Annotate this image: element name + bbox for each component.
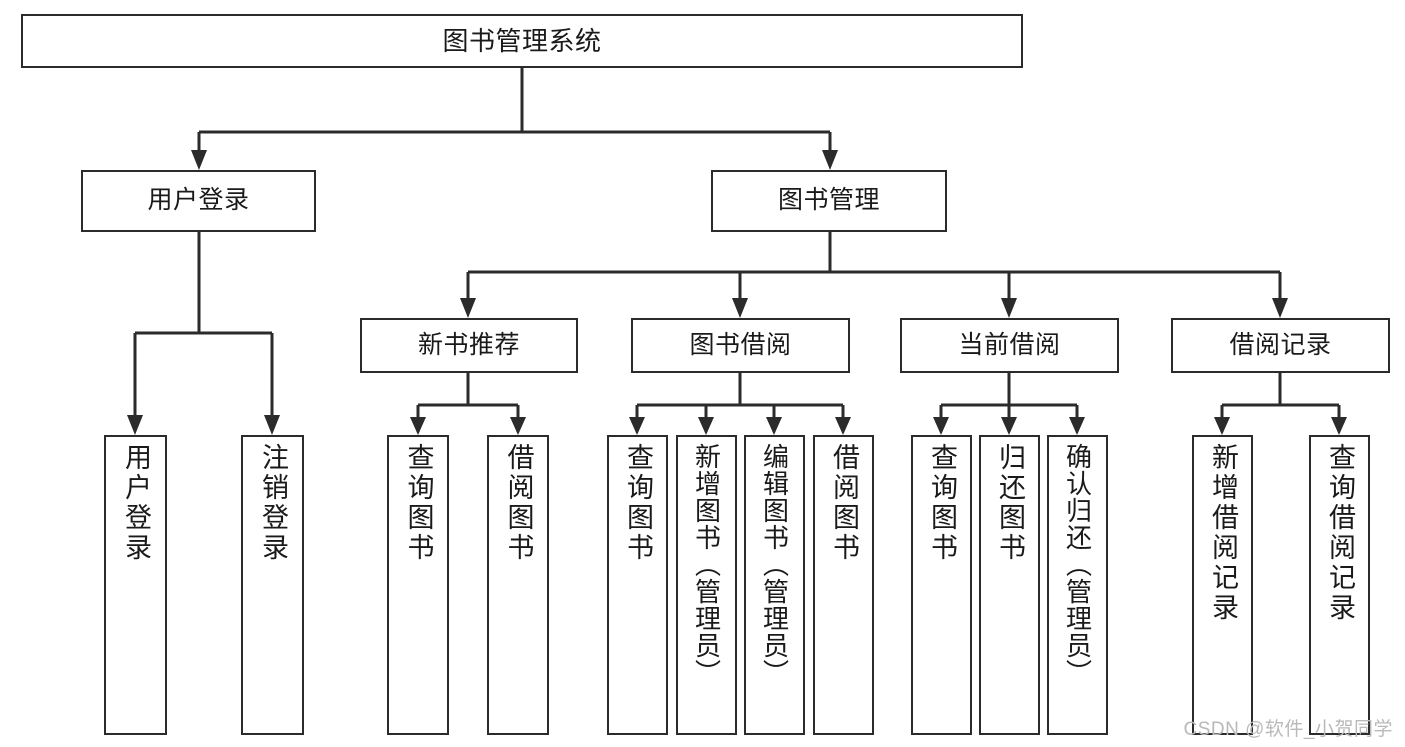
leaf-borrow-book-1-label: 借阅图书 bbox=[503, 443, 534, 563]
leaf-borrow-book-2-label: 借阅图书 bbox=[829, 443, 859, 563]
arrowhead-newbook bbox=[460, 298, 476, 318]
arrowhead-userlogin bbox=[191, 150, 207, 170]
arrowhead-currentborrow bbox=[1001, 298, 1017, 318]
leaf-user-logout[interactable]: 注销登录 bbox=[241, 435, 304, 735]
arrowhead-leaf-3 bbox=[410, 417, 426, 435]
arrowhead-leaf-13 bbox=[1331, 417, 1347, 435]
arrowhead-leaf-2 bbox=[264, 415, 280, 435]
node-book-borrow[interactable]: 图书借阅 bbox=[631, 318, 850, 373]
leaf-query-record[interactable]: 查询借阅记录 bbox=[1309, 435, 1370, 735]
csdn-watermark: CSDN @软件_小贺同学 bbox=[1183, 719, 1393, 740]
arrowhead-leaf-12 bbox=[1214, 417, 1230, 435]
leaf-query-book-2-label: 查询图书 bbox=[623, 443, 653, 563]
leaf-return-book[interactable]: 归还图书 bbox=[979, 435, 1040, 735]
leaf-query-book-1[interactable]: 查询图书 bbox=[387, 435, 449, 735]
arrowhead-leaf-8 bbox=[835, 417, 851, 435]
leaf-edit-book[interactable]: 编辑图书（管理员） bbox=[744, 435, 805, 735]
node-new-book-recommend[interactable]: 新书推荐 bbox=[360, 318, 578, 373]
node-root[interactable]: 图书管理系统 bbox=[21, 14, 1023, 68]
node-borrow-record[interactable]: 借阅记录 bbox=[1171, 318, 1390, 373]
arrowhead-leaf-1 bbox=[127, 415, 143, 435]
arrowhead-bookborrow bbox=[732, 298, 748, 318]
node-user-login[interactable]: 用户登录 bbox=[81, 170, 316, 232]
leaf-user-login-label: 用户登录 bbox=[121, 443, 151, 563]
node-book-borrow-label: 图书借阅 bbox=[689, 330, 792, 359]
leaf-query-book-3[interactable]: 查询图书 bbox=[911, 435, 972, 735]
node-user-login-label: 用户登录 bbox=[147, 186, 250, 215]
leaf-confirm-return[interactable]: 确认归还（管理员） bbox=[1047, 435, 1108, 735]
leaf-confirm-return-label: 确认归还（管理员） bbox=[1062, 443, 1093, 686]
leaf-query-record-label: 查询借阅记录 bbox=[1325, 443, 1355, 623]
arrowhead-leaf-10 bbox=[1001, 417, 1017, 435]
arrowhead-leaf-6 bbox=[698, 417, 714, 435]
leaf-add-book-label: 新增图书（管理员） bbox=[691, 443, 722, 686]
node-new-book-recommend-label: 新书推荐 bbox=[417, 330, 520, 359]
leaf-user-logout-label: 注销登录 bbox=[258, 443, 288, 563]
arrowhead-bookmanage bbox=[822, 150, 838, 170]
leaf-user-login[interactable]: 用户登录 bbox=[104, 435, 167, 735]
arrowhead-leaf-7 bbox=[766, 417, 782, 435]
leaf-add-record[interactable]: 新增借阅记录 bbox=[1192, 435, 1253, 735]
node-current-borrow[interactable]: 当前借阅 bbox=[900, 318, 1119, 373]
node-borrow-record-label: 借阅记录 bbox=[1229, 330, 1332, 359]
leaf-add-record-label: 新增借阅记录 bbox=[1208, 443, 1238, 623]
leaf-borrow-book-2[interactable]: 借阅图书 bbox=[813, 435, 874, 735]
arrowhead-leaf-9 bbox=[933, 417, 949, 435]
leaf-query-book-3-label: 查询图书 bbox=[927, 443, 957, 563]
arrowhead-leaf-5 bbox=[629, 417, 645, 435]
arrowhead-leaf-11 bbox=[1069, 417, 1085, 435]
node-book-manage[interactable]: 图书管理 bbox=[711, 170, 947, 232]
leaf-edit-book-label: 编辑图书（管理员） bbox=[759, 443, 790, 686]
node-book-manage-label: 图书管理 bbox=[777, 186, 880, 215]
arrowhead-leaf-4 bbox=[510, 417, 526, 435]
leaf-query-book-2[interactable]: 查询图书 bbox=[607, 435, 668, 735]
leaf-return-book-label: 归还图书 bbox=[995, 443, 1025, 563]
arrowhead-borrowrecord bbox=[1272, 298, 1288, 318]
leaf-borrow-book-1[interactable]: 借阅图书 bbox=[487, 435, 549, 735]
node-current-borrow-label: 当前借阅 bbox=[958, 330, 1061, 359]
leaf-query-book-1-label: 查询图书 bbox=[403, 443, 434, 563]
leaf-add-book[interactable]: 新增图书（管理员） bbox=[676, 435, 737, 735]
node-root-label: 图书管理系统 bbox=[442, 25, 602, 56]
